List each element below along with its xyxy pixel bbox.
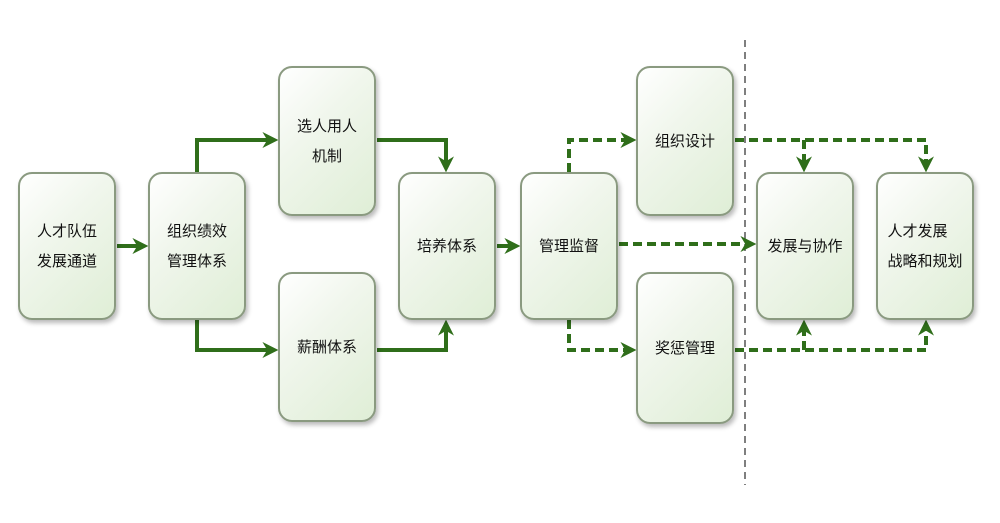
node-label-line: 人才队伍 [36, 222, 97, 240]
arrow-n6-n8 [567, 320, 637, 358]
arrow-n8-n9-n10 [735, 319, 934, 352]
node-label-line: 培养体系 [416, 237, 477, 255]
node-label-line: 发展通道 [36, 252, 97, 270]
node-compensation-system: 薪酬体系 [278, 272, 376, 422]
node-label-line: 人才发展 [887, 222, 948, 240]
node-talent-strategy-planning: 人才发展战略和规划 [876, 172, 974, 320]
node-label-line: 奖惩管理 [654, 339, 715, 357]
node-organization-design: 组织设计 [636, 66, 734, 216]
arrow-n2-n4 [195, 320, 279, 358]
arrow-n6-n7 [567, 132, 637, 172]
node-training-system: 培养体系 [398, 172, 496, 320]
node-management-supervision: 管理监督 [520, 172, 618, 320]
node-reward-punishment: 奖惩管理 [636, 272, 734, 424]
node-org-performance-system: 组织绩效管理体系 [148, 172, 246, 320]
node-label-line: 机制 [311, 147, 342, 165]
node-development-collaboration: 发展与协作 [756, 172, 854, 320]
node-selection-mechanism: 选人用人机制 [278, 66, 376, 216]
node-label-line: 组织绩效 [166, 222, 227, 240]
arrow-n3-n5 [377, 138, 454, 173]
node-label-line: 组织设计 [654, 132, 715, 150]
node-label-line: 发展与协作 [767, 237, 843, 255]
node-label-line: 管理体系 [166, 252, 227, 270]
arrow-n4-n5 [377, 319, 454, 352]
node-label-line: 薪酬体系 [296, 338, 357, 356]
node-label-line: 管理监督 [538, 237, 599, 255]
node-label-line: 战略和规划 [887, 252, 963, 270]
node-label-line: 选人用人 [296, 117, 357, 135]
arrow-n7-n9-n10 [735, 138, 934, 173]
arrow-n2-n3 [195, 132, 279, 172]
node-talent-career-path: 人才队伍发展通道 [18, 172, 116, 320]
